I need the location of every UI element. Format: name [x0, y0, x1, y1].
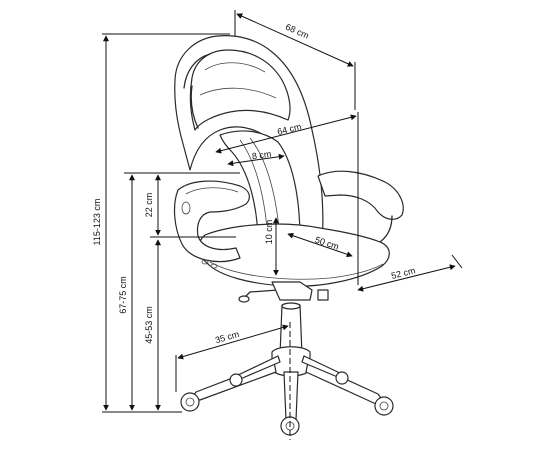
backrest-bolster-left	[183, 53, 211, 129]
caster-back-right	[335, 371, 349, 385]
armrest-screw	[210, 263, 218, 269]
caster-right	[374, 396, 394, 416]
chair-illustration	[173, 35, 404, 436]
dim-backrest-width	[215, 114, 357, 154]
label-headrest-width: 8 cm	[251, 149, 272, 162]
armrest-right-support	[379, 215, 393, 243]
armrest-left-pad	[185, 187, 239, 195]
gas-lift-top	[281, 302, 301, 310]
label-armrest-height: 22 cm	[144, 193, 154, 218]
label-armrest-floor-height: 67-75 cm	[118, 276, 128, 314]
dim-headrest-width	[227, 153, 285, 167]
label-seat-thickness: 10 cm	[264, 220, 274, 245]
caster-left	[180, 392, 200, 412]
tilt-lever	[243, 289, 279, 299]
label-base-radius: 35 cm	[214, 329, 240, 345]
label-seat-back-depth: 68 cm	[284, 22, 310, 41]
armrest-right	[317, 170, 404, 220]
lever-knob	[238, 295, 250, 303]
dim-seat-width	[357, 264, 456, 292]
armrest-left	[173, 180, 250, 263]
label-seat-height: 45-53 cm	[144, 306, 154, 344]
seat-mechanism	[271, 281, 313, 301]
ext-line	[451, 254, 463, 269]
base-leg-front	[283, 371, 299, 421]
headrest-stitching	[199, 62, 277, 99]
dim-base-radius	[177, 324, 289, 360]
armrest-hole	[181, 201, 191, 215]
caster-back-left	[229, 373, 243, 387]
height-knob	[317, 289, 329, 301]
armrest-screw	[201, 259, 209, 265]
dimension-lines	[102, 10, 463, 440]
dim-seat-depth	[287, 232, 353, 258]
label-total-height: 115-123 cm	[92, 199, 102, 246]
dim-seat-back-depth	[236, 13, 354, 67]
